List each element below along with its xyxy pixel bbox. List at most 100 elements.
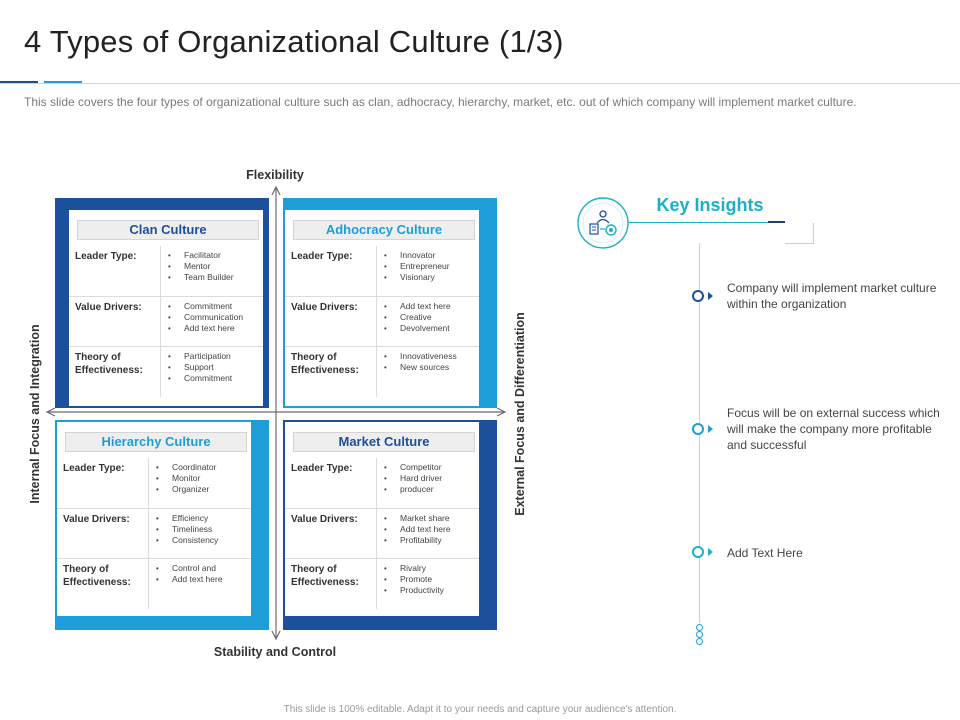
timeline-node-3 — [692, 546, 704, 558]
row-label: Theory of Effectiveness: — [63, 564, 131, 588]
row-items: CoordinatorMonitorOrganizer — [156, 462, 250, 495]
row-item: Coordinator — [156, 462, 250, 473]
row-item: Market share — [384, 513, 478, 524]
row-label: Leader Type: — [63, 463, 125, 474]
quadrant-row: Leader Type: InnovatorEntrepreneurVision… — [285, 246, 479, 296]
quadrant-card: Market Culture Leader Type: CompetitorHa… — [285, 422, 479, 616]
quadrant-card: Clan Culture Leader Type: FacilitatorMen… — [69, 210, 263, 406]
quadrant-row: Value Drivers: Market shareAdd text here… — [285, 508, 479, 559]
row-separator — [376, 347, 377, 397]
quadrant-row: Value Drivers: CommitmentCommunicationAd… — [69, 296, 263, 347]
row-separator — [148, 559, 149, 609]
row-separator — [160, 297, 161, 347]
row-item: Rivalry — [384, 563, 478, 574]
axis-arrow-down — [271, 630, 281, 641]
row-separator — [376, 246, 377, 296]
row-separator — [160, 347, 161, 397]
timeline-end-dot — [696, 638, 703, 645]
row-items: ParticipationSupportCommitment — [168, 351, 262, 384]
row-separator — [376, 559, 377, 609]
row-item: Support — [168, 362, 262, 373]
row-item: Visionary — [384, 272, 478, 283]
quadrant-adhocracy: Adhocracy Culture Leader Type: Innovator… — [283, 198, 497, 408]
row-label: Value Drivers: — [75, 302, 142, 313]
quadrant-row: Value Drivers: Add text hereCreativeDevo… — [285, 296, 479, 347]
row-item: Consistency — [156, 535, 250, 546]
row-separator — [160, 246, 161, 296]
quadrant-row: Leader Type: FacilitatorMentorTeam Build… — [69, 246, 263, 296]
row-item: Innovativeness — [384, 351, 478, 362]
insights-bracket — [785, 223, 814, 244]
row-item: Hard driver — [384, 473, 478, 484]
timeline-arrow-2 — [708, 425, 713, 433]
row-separator — [148, 458, 149, 508]
row-item: Add text here — [168, 323, 262, 334]
title-divider — [0, 83, 960, 84]
row-item: Productivity — [384, 585, 478, 596]
row-item: Control and — [156, 563, 250, 574]
row-items: InnovativenessNew sources — [384, 351, 478, 373]
timeline-node-2 — [692, 423, 704, 435]
row-label: Value Drivers: — [63, 514, 130, 525]
row-item: producer — [384, 484, 478, 495]
row-item: Profitability — [384, 535, 478, 546]
axis-arrow-left — [45, 407, 56, 417]
quadrant-card: Hierarchy Culture Leader Type: Coordinat… — [57, 422, 251, 616]
row-item: Organizer — [156, 484, 250, 495]
quadrant-hierarchy: Hierarchy Culture Leader Type: Coordinat… — [55, 420, 269, 630]
row-items: Control andAdd text here — [156, 563, 250, 585]
row-items: RivalryPromoteProductivity — [384, 563, 478, 596]
quadrant-card: Adhocracy Culture Leader Type: Innovator… — [285, 210, 479, 406]
row-separator — [376, 297, 377, 347]
row-item: Devolvement — [384, 323, 478, 334]
timeline-arrow-3 — [708, 548, 713, 556]
row-item: Creative — [384, 312, 478, 323]
quadrant-clan: Clan Culture Leader Type: FacilitatorMen… — [55, 198, 269, 408]
axis-label-top: Flexibility — [246, 168, 304, 182]
title-accent-dark — [0, 81, 38, 84]
insight-text-1: Company will implement market culture wi… — [727, 281, 937, 311]
page-title: 4 Types of Organizational Culture (1/3) — [24, 24, 564, 59]
row-label: Leader Type: — [291, 251, 353, 262]
quadrant-row: Theory of Effectiveness: ParticipationSu… — [69, 346, 263, 397]
row-item: Facilitator — [168, 250, 262, 261]
row-item: Add text here — [156, 574, 250, 585]
row-items: CompetitorHard driverproducer — [384, 462, 478, 495]
insight-text-2: Focus will be on external success which … — [727, 406, 940, 452]
row-separator — [376, 458, 377, 508]
quadrant-title: Hierarchy Culture — [65, 432, 247, 452]
quadrant-row: Leader Type: CompetitorHard driverproduc… — [285, 458, 479, 508]
insights-underline — [628, 222, 768, 223]
row-item: Mentor — [168, 261, 262, 272]
row-label: Leader Type: — [75, 251, 137, 262]
quadrant-title: Market Culture — [293, 432, 475, 452]
quadrant-row: Value Drivers: EfficiencyTimelinessConsi… — [57, 508, 251, 559]
axis-arrow-right — [496, 407, 507, 417]
insights-people-gear-icon — [577, 197, 629, 249]
quadrant-row: Leader Type: CoordinatorMonitorOrganizer — [57, 458, 251, 508]
row-items: InnovatorEntrepreneurVisionary — [384, 250, 478, 283]
timeline-end-dot — [696, 624, 703, 631]
row-items: FacilitatorMentorTeam Builder — [168, 250, 262, 283]
row-label: Leader Type: — [291, 463, 353, 474]
row-item: New sources — [384, 362, 478, 373]
row-separator — [148, 509, 149, 559]
row-label: Theory of Effectiveness: — [291, 564, 359, 588]
row-item: Team Builder — [168, 272, 262, 283]
row-label: Value Drivers: — [291, 302, 358, 313]
quadrant-row: Theory of Effectiveness: RivalryPromoteP… — [285, 558, 479, 609]
row-label: Value Drivers: — [291, 514, 358, 525]
row-separator — [376, 509, 377, 559]
quadrant-market: Market Culture Leader Type: CompetitorHa… — [283, 420, 497, 630]
row-item: Innovator — [384, 250, 478, 261]
row-item: Promote — [384, 574, 478, 585]
footer-note: This slide is 100% editable. Adapt it to… — [283, 704, 677, 715]
key-insights-title: Key Insights — [656, 195, 764, 215]
timeline-arrow-1 — [708, 292, 713, 300]
axis-arrow-up — [271, 185, 281, 196]
title-accent-light — [44, 81, 82, 84]
row-item: Timeliness — [156, 524, 250, 535]
axis-label-bottom: Stability and Control — [213, 645, 337, 659]
insights-dash — [768, 221, 785, 223]
